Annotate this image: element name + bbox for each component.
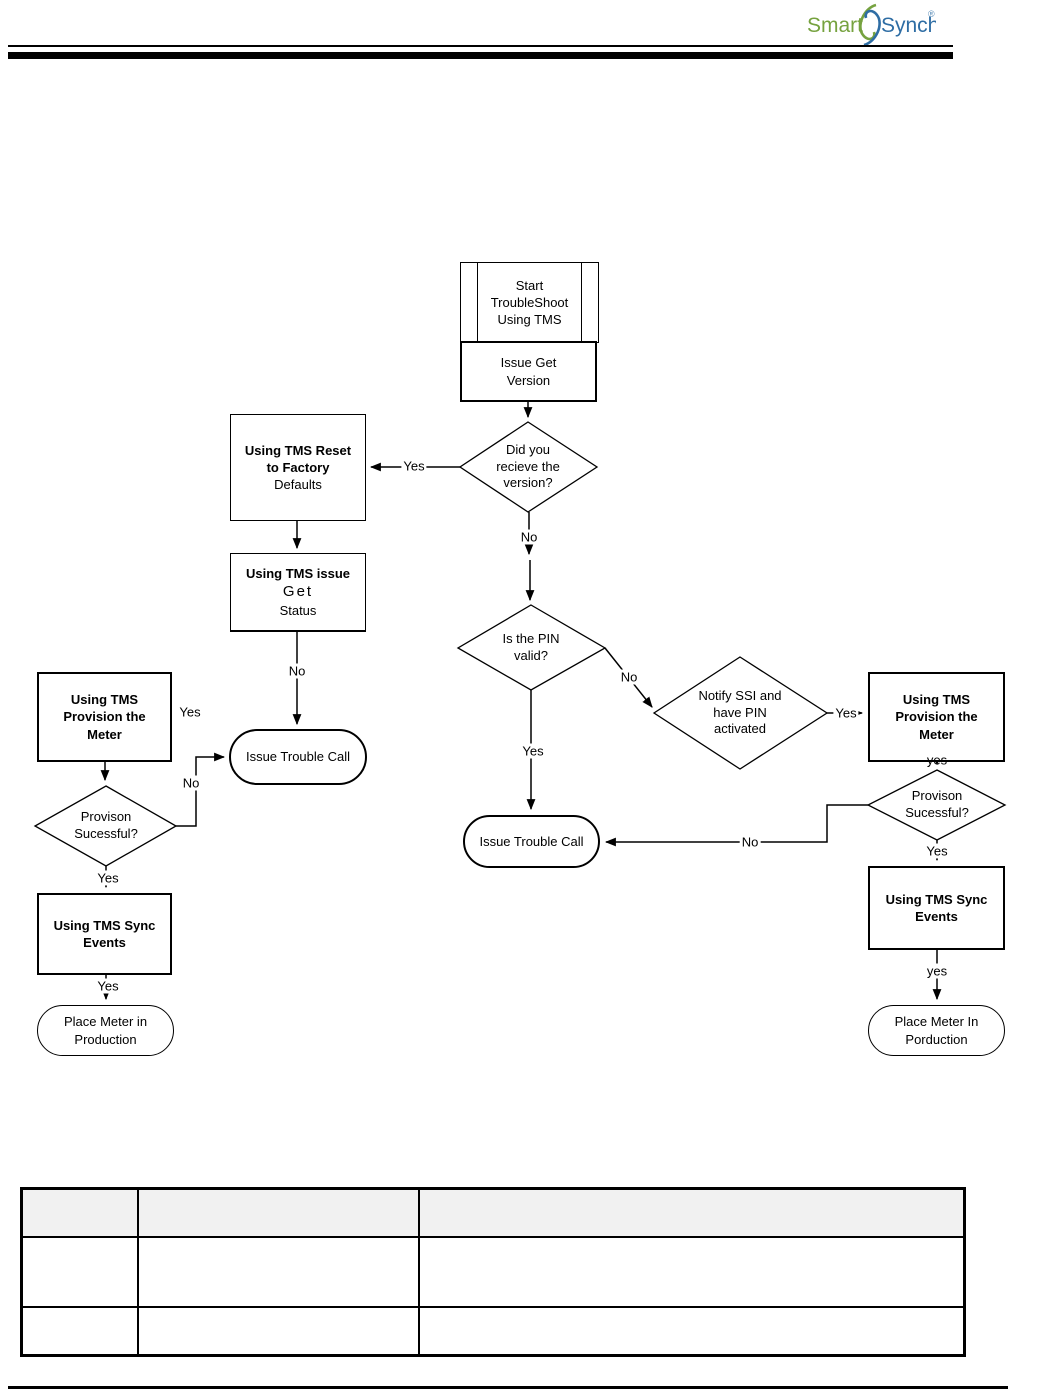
footer-rule	[8, 1386, 1008, 1389]
terminator-trouble-call-center-label: Issue Trouble Call	[479, 833, 584, 849]
notes-table	[20, 1187, 966, 1357]
terminator-production-right: Place Meter In Porduction	[868, 1005, 1005, 1056]
terminator-production-right-label: Place Meter In Porduction	[894, 1014, 979, 1047]
node-get-status-line2: Get	[282, 583, 314, 601]
table-cell	[419, 1237, 964, 1307]
header-rule-thin	[8, 45, 953, 47]
node-reset-factory-label: Using TMS Reset to Factory	[244, 442, 352, 475]
table-header-cell	[138, 1189, 419, 1237]
terminator-trouble-call-left-label: Issue Trouble Call	[245, 749, 351, 765]
edge-label-yes-to-reset: Yes	[401, 458, 427, 474]
edge-label-no-provision-left: No	[180, 775, 202, 791]
decision-provision-right-label: Provison Sucessful?	[905, 788, 969, 820]
edge-label-no-pin: No	[618, 669, 640, 685]
logo-blue-swoosh-icon	[863, 9, 881, 47]
node-provision-left-label: Using TMS Provision the Meter	[63, 692, 146, 742]
edge-label-yes-provision-left: Yes	[179, 704, 201, 720]
node-get-status: Using TMS issue Get Status	[230, 553, 366, 632]
table-header-cell	[22, 1189, 138, 1237]
node-start-label: Start TroubleShoot Using TMS	[490, 277, 569, 328]
edge-label-yes-sync-right: Yes	[924, 843, 950, 859]
header-rule-thick	[8, 52, 953, 59]
edge-no-left-to-troublecall	[176, 752, 226, 827]
table-cell	[22, 1237, 138, 1307]
decision-provision-left-label: Provison Sucessful?	[74, 809, 138, 841]
terminator-trouble-call-left: Issue Trouble Call	[229, 729, 367, 785]
registered-mark: ®	[928, 9, 935, 19]
edge-label-yes-pin: Yes	[520, 743, 546, 759]
node-sync-events-right: Using TMS Sync Events	[868, 866, 1005, 950]
edge-label-yes-sync-left: Yes	[95, 870, 121, 886]
node-provision-right: Using TMS Provision the Meter	[868, 672, 1005, 762]
edge-label-no-get-status: No	[286, 663, 308, 679]
node-provision-right-label: Using TMS Provision the Meter	[895, 692, 978, 742]
logo-synch-text: Synch	[881, 14, 936, 37]
edge-label-no-version: No	[518, 529, 540, 545]
node-reset-factory-sublabel: Defaults	[274, 477, 322, 493]
logo-smart-text: Smart	[807, 14, 863, 37]
edge-label-yes-notify: Yes	[833, 705, 859, 721]
node-reset-factory: Using TMS Reset to Factory Defaults	[230, 414, 366, 521]
edge-label-yes-provision-right: yes	[926, 752, 948, 768]
node-start: Start TroubleShoot Using TMS	[460, 262, 599, 343]
decision-notify-ssi-label: Notify SSI and have PIN activated	[698, 687, 782, 737]
node-sync-events-left: Using TMS Sync Events	[37, 893, 172, 975]
node-get-status-line1: Using TMS issue	[245, 565, 351, 581]
table-cell	[138, 1237, 419, 1307]
decision-pin-valid-label: Is the PIN valid?	[502, 631, 560, 663]
edge-label-no-provision-right: No	[739, 834, 761, 850]
node-issue-get-version: Issue Get Version	[460, 341, 597, 402]
table-cell	[419, 1307, 964, 1355]
node-issue-get-version-label: Issue Get Version	[500, 355, 557, 388]
predefined-process-bar-left	[477, 263, 478, 342]
node-get-status-line3: Status	[279, 602, 317, 618]
table-header-cell	[419, 1189, 964, 1237]
decision-version-received-label: Did you recieve the version?	[496, 441, 560, 491]
edge-label-yes-production-right: yes	[924, 963, 950, 979]
smartsynch-logo: Smart Synch ®	[807, 3, 936, 47]
node-provision-left: Using TMS Provision the Meter	[37, 672, 172, 762]
edge-no-right-to-troublecall	[604, 804, 868, 847]
edge-label-yes-production-left: Yes	[95, 978, 121, 994]
node-sync-events-right-label: Using TMS Sync Events	[885, 891, 988, 924]
table-cell	[22, 1307, 138, 1355]
node-sync-events-left-label: Using TMS Sync Events	[53, 917, 156, 950]
table-cell	[138, 1307, 419, 1355]
terminator-trouble-call-center: Issue Trouble Call	[463, 815, 600, 868]
terminator-production-left-label: Place Meter in Production	[63, 1014, 148, 1047]
terminator-production-left: Place Meter in Production	[37, 1005, 174, 1056]
predefined-process-bar-right	[581, 263, 582, 342]
